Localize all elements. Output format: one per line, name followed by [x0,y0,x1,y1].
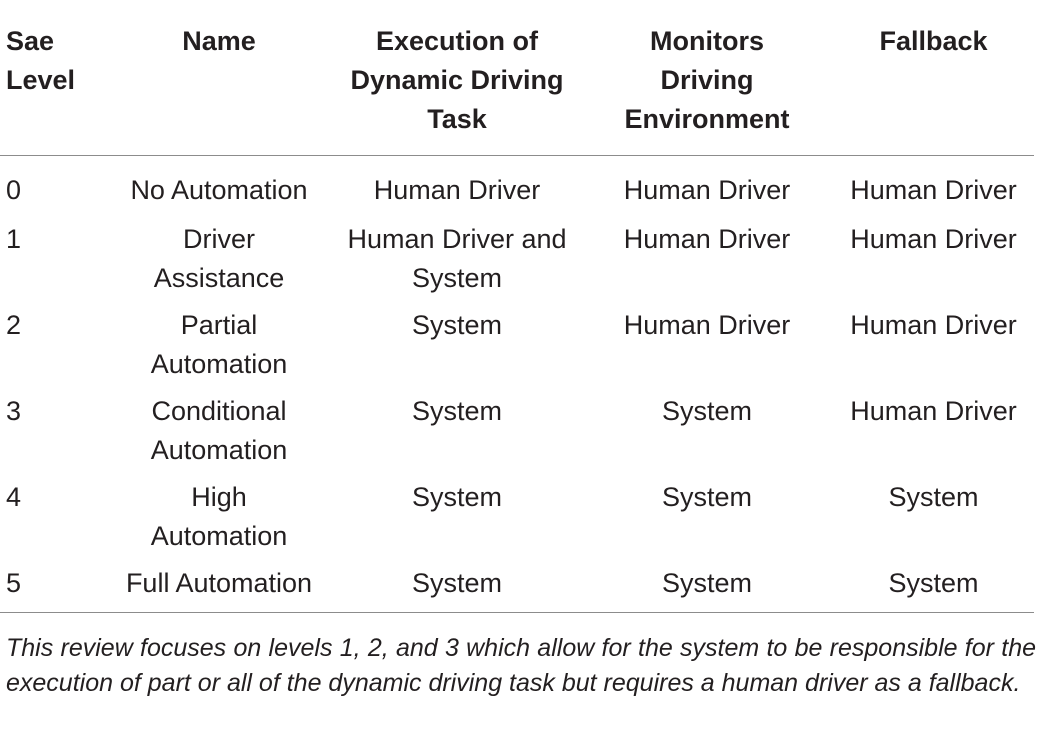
header-fallback: Fallback [833,22,1034,156]
table-row: 0 No Automation Human Driver Human Drive… [0,155,1034,220]
cell-level: 5 [0,563,105,613]
cell-fallback: Human Driver [850,309,1017,340]
cell-fallback: Human Driver [850,174,1017,205]
cell-monitors: Human Driver [623,174,791,205]
cell-execution: System [411,481,503,512]
cell-name: Full Automation [105,563,333,613]
table-body: 0 No Automation Human Driver Human Drive… [0,155,1034,613]
header-name: Name [105,22,333,156]
cell-monitors: System [661,481,753,512]
cell-fallback: System [833,563,1034,613]
cell-level: 1 [6,223,22,254]
table-row: 5 Full Automation System System System [0,563,1034,613]
cell-execution: System [333,563,581,613]
cell-fallback: Human Driver [850,395,1017,426]
cell-monitors: System [661,395,753,426]
cell-fallback: Human Driver [850,223,1017,254]
cell-monitors: System [581,563,833,613]
table-footnote: This review focuses on levels 1, 2, and … [6,634,1036,697]
cell-level: 0 [6,174,22,205]
cell-execution: System [411,309,503,340]
cell-level: 2 [6,309,22,340]
cell-name: No Automation [130,174,308,205]
cell-level: 3 [6,395,22,426]
cell-execution: System [411,395,503,426]
cell-monitors: Human Driver [623,223,791,254]
cell-fallback: System [888,481,979,512]
cell-execution: Human Driver [373,174,541,205]
cell-level: 4 [6,481,22,512]
cell-monitors: Human Driver [623,309,791,340]
